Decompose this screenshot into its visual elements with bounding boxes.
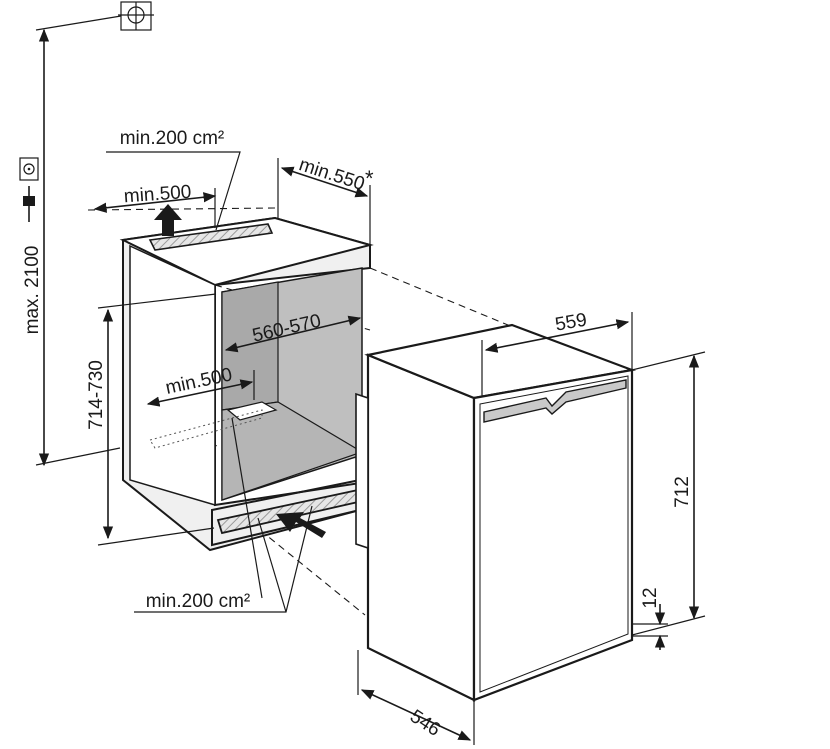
appliance-depth-label: 546 [406,706,444,741]
niche-depth-label: min.550 [296,154,367,195]
appliance-depth-dimension [360,689,472,741]
niche-height-ref-top [97,293,217,309]
bottom-vent-area-label: min.200 cm² [146,591,251,612]
power-plug-icon [23,186,35,222]
power-socket-icon [19,157,39,181]
niche-width-dimension [224,315,362,353]
top-depth-dimension [93,192,217,213]
top-vent-grille [148,223,274,251]
earth-ground-icon [118,1,154,31]
max-height-label: max. 2100 [22,246,43,335]
niche-depth-dimension [280,166,369,198]
top-vent-area-label: min.200 cm² [120,128,225,149]
appliance-height-ref-bottom [631,615,706,636]
niche-height-label: 714-730 [86,360,107,430]
niche-depth-asterisk: * [365,166,374,191]
niche-interior-side [221,281,279,411]
top-vent-area-leader [106,151,241,231]
appliance-width-label: 559 [554,309,589,335]
door-handle[interactable] [483,379,627,423]
air-inflow-arrow-icon [276,512,326,538]
floor-depth-dimension [146,379,254,407]
height-top-reference [35,15,122,31]
niche-left-side [129,244,216,507]
appliance-height-label: 712 [672,476,693,508]
bottom-vent-area-leader-2 [257,517,287,613]
floor-vent-leader [231,417,263,599]
top-depth-label: min.500 [123,182,192,208]
appliance-body [355,323,637,702]
foot-gap-label: 12 [640,587,661,608]
niche-height-ref-bottom [97,527,215,546]
appliance-width-dimension [484,319,630,353]
